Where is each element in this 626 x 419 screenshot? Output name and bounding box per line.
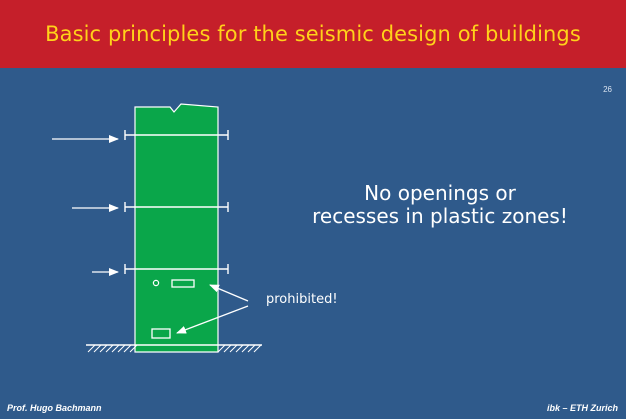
- floor-slab-icon: [124, 202, 229, 212]
- pointer-arrow-icon: [209, 284, 249, 302]
- footer-author: Prof. Hugo Bachmann: [7, 403, 102, 413]
- slide-title: Basic principles for the seismic design …: [45, 22, 581, 46]
- floor-slab-icon: [124, 130, 229, 140]
- message-line-1: No openings or: [364, 181, 516, 205]
- structural-wall: [134, 103, 219, 353]
- prohibited-label: prohibited!: [266, 292, 338, 307]
- message-line-2: recesses in plastic zones!: [312, 204, 568, 228]
- main-message: No openings or recesses in plastic zones…: [270, 182, 610, 228]
- title-bar: Basic principles for the seismic design …: [0, 0, 626, 68]
- opening-icon: [171, 279, 195, 288]
- page-number: 26: [603, 85, 612, 94]
- footer-institution: ibk – ETH Zurich: [546, 403, 618, 413]
- opening-icon: [152, 279, 160, 287]
- ground-hatch-icon: [86, 344, 262, 353]
- floor-slab-icon: [124, 264, 229, 274]
- opening-icon: [151, 328, 171, 339]
- pointer-arrow-icon: [176, 305, 249, 334]
